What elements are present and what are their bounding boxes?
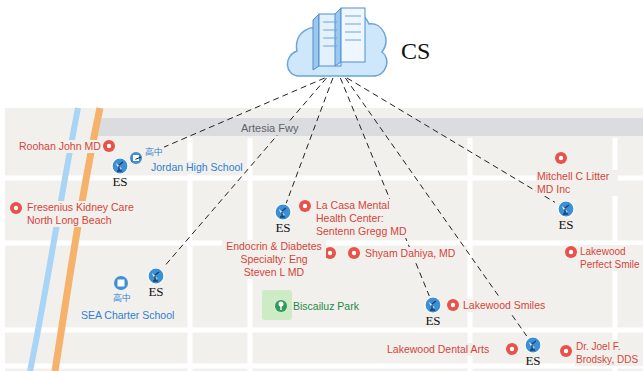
cloud-server: CS	[283, 0, 388, 78]
server-side	[313, 14, 319, 70]
map-pin	[103, 140, 115, 152]
server-side	[335, 8, 341, 66]
street	[5, 328, 643, 333]
antenna-tip	[155, 272, 159, 275]
street	[5, 364, 643, 369]
server-slot	[323, 46, 337, 47]
map-pin	[555, 152, 567, 164]
school-icon	[114, 276, 128, 290]
antenna-base	[430, 309, 435, 310]
school-icon	[130, 152, 142, 164]
map-label: Jordan High School	[150, 161, 244, 174]
map-label: Fresenius Kidney Care North Long Beach	[26, 201, 156, 227]
antenna-mast	[154, 276, 155, 281]
icon-disc	[558, 201, 574, 217]
antenna-base	[563, 213, 568, 214]
map-pin	[447, 299, 459, 311]
node-label: ES	[109, 175, 131, 189]
streets	[5, 138, 643, 371]
map-pin	[560, 345, 572, 357]
map-label: Roohan John MD	[18, 140, 102, 153]
edge-server: ES	[422, 296, 444, 328]
map-ground	[5, 108, 643, 371]
edge-server-icon	[424, 296, 442, 314]
antenna-mast	[531, 345, 532, 350]
server-tower	[341, 8, 365, 62]
dashed-link	[347, 78, 555, 202]
park-area	[262, 290, 292, 320]
antenna-mast	[564, 209, 565, 214]
antenna-tip	[119, 162, 123, 165]
map-label: SEA Charter School	[80, 309, 175, 322]
map-pin	[565, 246, 577, 258]
antenna-base	[117, 170, 122, 171]
server-slot	[323, 22, 337, 23]
antenna-tip	[532, 341, 536, 344]
edge-server-icon	[111, 157, 129, 175]
node-label: ES	[145, 285, 167, 299]
icon-disc	[275, 204, 291, 220]
antenna-base	[153, 280, 158, 281]
map-label: Endocrin & Diabetes Specialty: Eng Steve…	[222, 240, 326, 279]
map-label: Lakewood Perfect Smile	[579, 245, 643, 271]
icon-disc	[112, 158, 128, 174]
edge-server-icon	[524, 336, 542, 354]
map-label: Shyam Dahiya, MD	[364, 247, 456, 260]
antenna-mast	[281, 212, 282, 217]
poi-pins	[10, 140, 577, 357]
antenna-tip	[565, 205, 569, 208]
edge-server: ES	[522, 336, 544, 368]
server-slot	[323, 38, 337, 39]
map-pin	[348, 247, 360, 259]
node-label: ES	[422, 314, 444, 328]
server-slot	[345, 16, 361, 17]
antenna-mast	[431, 305, 432, 310]
edge-server: ES	[555, 200, 577, 232]
node-label: ES	[555, 218, 577, 232]
server-slot	[345, 32, 361, 33]
map-pin	[506, 343, 518, 355]
map-label: 高中	[144, 146, 164, 159]
dashed-link	[340, 78, 429, 296]
map-label: 高中	[112, 292, 132, 305]
antenna-base	[280, 216, 285, 217]
server-slot	[345, 24, 361, 25]
icon-disc	[525, 337, 541, 353]
node-label: ES	[522, 354, 544, 368]
icon-disc	[148, 268, 164, 284]
edge-server-icon	[274, 203, 292, 221]
map-label: Artesia Fwy	[240, 122, 299, 135]
node-label: ES	[272, 221, 294, 235]
dashed-link	[286, 78, 333, 203]
map-label: Dr. Joel F. Brodsky, DDS	[575, 340, 643, 366]
map-label: Mitchell C Litter MD Inc	[536, 170, 618, 196]
map-label: Lakewood Smiles	[462, 299, 546, 312]
street	[468, 138, 473, 371]
map-pin	[299, 200, 311, 212]
antenna-tip	[432, 301, 436, 304]
edge-server: ES	[272, 203, 294, 235]
freeway-band	[95, 118, 643, 136]
cloud-server-icon	[283, 0, 388, 78]
map-label: Biscailuz Park	[292, 300, 360, 313]
server-label: CS	[401, 38, 430, 64]
edge-server: ES	[109, 157, 131, 189]
server-slot	[345, 40, 361, 41]
edge-server-icon	[557, 200, 575, 218]
map-pin	[10, 202, 22, 214]
icon-disc	[425, 297, 441, 313]
edge-server-icon	[147, 267, 165, 285]
server-slot	[323, 30, 337, 31]
antenna-base	[530, 349, 535, 350]
map-label: Lakewood Dental Arts	[386, 343, 490, 356]
edge-server: ES	[145, 267, 167, 299]
dashed-link	[131, 78, 325, 161]
antenna-tip	[282, 208, 286, 211]
antenna-mast	[118, 166, 119, 171]
park-icon	[275, 300, 287, 312]
map-label: La Casa Mental Health Center: Sentenn Gr…	[315, 199, 417, 238]
